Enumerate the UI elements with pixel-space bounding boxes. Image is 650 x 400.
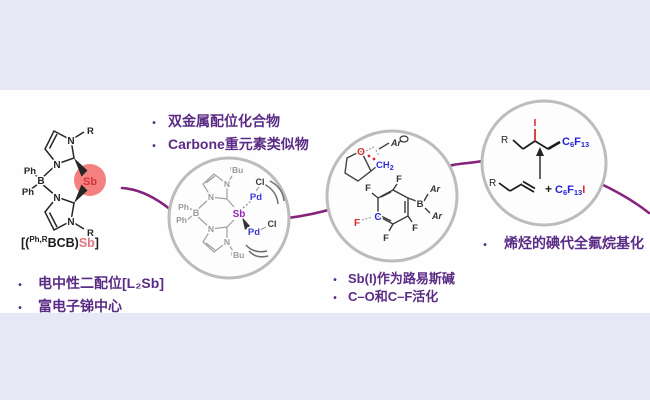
atom-label-cl: Cl — [256, 177, 265, 187]
atom-label-r: R — [87, 228, 94, 239]
pd-complex-structure: N N N N B Ph Ph tBu tBu Sb Pd Pd Cl Cl — [175, 164, 285, 262]
fluoroalkylation-reaction: R R I C6F13 + C6F13I — [489, 117, 589, 197]
formula-c6f13: C6F13 — [562, 136, 589, 149]
atom-label-b: B — [193, 208, 200, 218]
bullet-text: Carbone重元素类似物 — [168, 136, 309, 152]
caption-superscript: Ph,R — [29, 235, 48, 244]
atom-label-i: I — [534, 117, 537, 129]
atom-label-f: F — [365, 183, 371, 194]
reaction-arrow-head — [536, 147, 544, 156]
bullet-text: 烯烃的碘代全氟烷基化 — [504, 235, 644, 251]
bullet-text: 双金属配位化合物 — [168, 113, 280, 129]
atom-label-ph: Ph — [178, 202, 189, 212]
atom-label-f: F — [383, 233, 389, 244]
bullet-list-left: • 电中性二配位[L₂Sb] • 富电子锑中心 — [2, 273, 164, 319]
atom-label-f-red: F — [354, 218, 360, 229]
bullet-dot: • — [483, 240, 487, 251]
bullet-list-top: • 双金属配位化合物 • Carbone重元素类似物 — [140, 111, 309, 157]
atom-label-pd: Pd — [248, 227, 260, 238]
circle-lewis-base — [325, 129, 459, 263]
bullet-dot: • — [333, 275, 337, 286]
radical-dot — [372, 157, 376, 161]
atom-label-tbu: tBu — [231, 250, 244, 260]
atom-label-f: F — [396, 174, 402, 185]
atom-label-n: N — [53, 193, 60, 204]
list-item: • C–O和C–F活化 — [322, 289, 455, 307]
bullet-dot: • — [152, 141, 156, 152]
caption-sb: Sb — [78, 236, 95, 251]
atom-label-n: N — [67, 217, 74, 228]
bullet-dot: • — [18, 280, 22, 291]
bullet-text: C–O和C–F活化 — [348, 289, 439, 304]
allyl-ligand-bottom — [245, 244, 268, 253]
bullet-list-right: • 烯烃的碘代全氟烷基化 — [466, 233, 644, 256]
list-item: • Sb(I)作为路易斯碱 — [322, 271, 455, 289]
bullet-text: 富电子锑中心 — [38, 298, 122, 314]
atom-label-ph: Ph — [176, 215, 187, 225]
atom-label-tbu: tBu — [230, 165, 243, 175]
ar-scribble — [399, 135, 409, 143]
atom-label-r: R — [489, 178, 496, 189]
lewis-base-structure: O CH2 Ar F F F F — [344, 135, 444, 246]
atom-label-pd: Pd — [250, 192, 262, 203]
atom-label-ar: Ar — [390, 138, 401, 148]
atom-label-n: N — [224, 179, 230, 189]
list-item: • 富电子锑中心 — [2, 296, 164, 319]
bcb-sb-caption: [(Ph,RBCB)Sb] — [21, 235, 99, 250]
atom-label-f: F — [412, 223, 418, 234]
bullet-text: 电中性二配位[L₂Sb] — [38, 275, 164, 291]
stage-circles — [167, 99, 608, 280]
atom-label-n: N — [67, 136, 74, 147]
list-item: • 电中性二配位[L₂Sb] — [2, 273, 164, 296]
list-item: • Carbone重元素类似物 — [140, 134, 309, 157]
atom-label-o: O — [357, 147, 365, 158]
caption-close: ] — [94, 236, 99, 251]
bullet-list-middle: • Sb(I)作为路易斯碱 • C–O和C–F活化 — [322, 271, 455, 307]
atom-label-ar: Ar — [429, 184, 440, 194]
atom-label-ph: Ph — [22, 187, 34, 198]
list-item: • 烯烃的碘代全氟烷基化 — [466, 233, 644, 256]
atom-label-b: B — [417, 199, 424, 210]
circle-pd-complex — [167, 156, 291, 280]
caption-open: [( — [21, 236, 30, 251]
bcb-sb-structure: N N N N B Ph Ph R R Sb — [20, 126, 106, 239]
radical-dot — [367, 154, 371, 158]
atom-label-r: R — [87, 126, 94, 137]
plus-sign: + — [545, 182, 552, 196]
atom-label-n: N — [224, 237, 230, 247]
atom-label-c: C — [374, 212, 381, 223]
bullet-dot: • — [333, 293, 337, 304]
caption-body: BCB) — [47, 236, 79, 251]
atom-label-cl: Cl — [268, 219, 277, 229]
atom-label-n: N — [208, 192, 214, 202]
allyl-ligand-top — [263, 183, 279, 205]
list-item: • 双金属配位化合物 — [140, 111, 309, 134]
atom-label-sb: Sb — [233, 209, 246, 220]
atom-label-ph: Ph — [24, 166, 36, 177]
formula-c6f13-i: C6F13I — [555, 184, 585, 197]
atom-label-sb: Sb — [83, 176, 97, 188]
circle-fluoroalkylation — [480, 99, 608, 227]
atom-label-r: R — [501, 135, 508, 146]
bullet-text: Sb(I)作为路易斯碱 — [348, 271, 455, 286]
atom-label-b: B — [37, 176, 44, 187]
atom-label-n: N — [208, 224, 214, 234]
atom-label-ar: Ar — [431, 211, 442, 221]
atom-label-ch2: CH2 — [376, 160, 394, 172]
bullet-dot: • — [18, 303, 22, 314]
atom-label-n: N — [53, 160, 60, 171]
bullet-dot: • — [152, 118, 156, 129]
